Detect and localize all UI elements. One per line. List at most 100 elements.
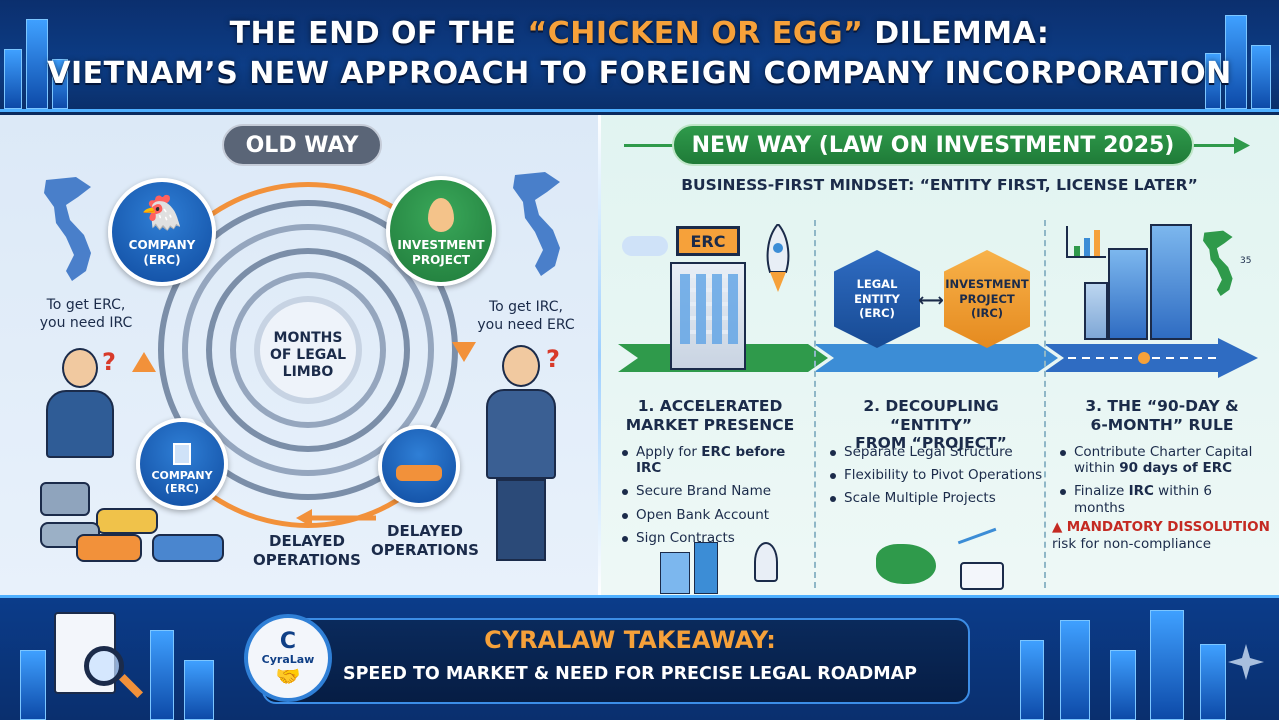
rocket-icon xyxy=(756,222,800,294)
skyline-left-decoration xyxy=(0,0,80,109)
panel-divider xyxy=(598,115,601,595)
company-erc-badge-top: 🐔 COMPANY (ERC) xyxy=(108,178,216,286)
header-banner: THE END OF THE “CHICKEN OR EGG” DILEMMA:… xyxy=(0,0,1279,112)
chicken-icon: 🐔 xyxy=(140,192,184,233)
erc-building-illustration xyxy=(670,262,746,370)
badge-label: COMPANY (ERC) xyxy=(128,238,196,267)
column-separator xyxy=(814,220,816,588)
rocket-icon xyxy=(754,542,778,582)
warning-bold-text: MANDATORY DISSOLUTION xyxy=(1066,519,1270,535)
bullet-item: Secure Brand Name xyxy=(622,483,812,499)
column-2-title: 2. DECOUPLING “ENTITY” FROM “PROJECT” xyxy=(855,397,1007,453)
vietnam-map-icon xyxy=(1203,230,1233,297)
cloud-icon xyxy=(622,236,668,256)
question-mark-icon: ? xyxy=(102,348,116,376)
legal-entity-hex: LEGAL ENTITY (ERC) xyxy=(834,250,920,348)
new-way-pill: NEW WAY (LAW ON INVESTMENT 2025) xyxy=(672,124,1194,166)
takeaway-title: CYRALAW TAKEAWAY: xyxy=(484,626,776,654)
bullet-text: Open Bank Account xyxy=(636,506,770,523)
delayed-operations-right: DELAYED OPERATIONS xyxy=(371,522,479,559)
cyralaw-logo: C CyraLaw 🤝 xyxy=(244,614,332,702)
body xyxy=(486,389,556,479)
bullet-text: Apply for xyxy=(636,444,702,460)
arrow-line-left xyxy=(624,144,674,147)
map-shape xyxy=(876,544,936,584)
bullet-item: Sign Contracts xyxy=(622,530,812,546)
column-1-title: 1. ACCELERATED MARKET PRESENCE xyxy=(625,397,795,434)
page-title-line-1: THE END OF THE “CHICKEN OR EGG” DILEMMA: xyxy=(0,16,1279,51)
document-magnifier-icon xyxy=(54,612,144,708)
takeaway-subtitle: SPEED TO MARKET & NEED FOR PRECISE LEGAL… xyxy=(342,664,918,684)
column-separator xyxy=(1044,220,1046,588)
document-icon xyxy=(960,562,1004,590)
page-title-line-2: VIETNAM’S NEW APPROACH TO FOREIGN COMPAN… xyxy=(47,56,1232,91)
bullet-bold-text: IRC xyxy=(1128,483,1154,500)
city-rocket-illustration xyxy=(650,542,800,594)
note-erc-needs-irc: To get ERC, you need IRC xyxy=(39,297,133,332)
head xyxy=(62,348,98,388)
city-buildings-illustration xyxy=(1108,248,1148,340)
logo-text: CyraLaw xyxy=(261,652,315,666)
bar xyxy=(1084,238,1090,256)
badge-label: INVESTMENT PROJECT xyxy=(397,238,485,267)
takeaway-box xyxy=(262,618,970,704)
arrow-left-icon xyxy=(296,509,376,527)
sparkle-icon xyxy=(1228,644,1264,680)
warning-icon: ▲ xyxy=(1052,519,1063,535)
bullet-item: Apply for ERC before IRC xyxy=(622,444,812,476)
arrow-line-right xyxy=(1193,144,1239,147)
body xyxy=(46,390,114,458)
legs xyxy=(496,479,546,561)
bullet-text: within 6 months xyxy=(1074,483,1213,516)
warning-text: risk for non-compliance xyxy=(1052,535,1212,552)
bullet-item: Scale Multiple Projects xyxy=(830,490,1044,506)
investment-project-badge: INVESTMENT PROJECT xyxy=(386,176,496,286)
traffic-jam-illustration xyxy=(36,478,236,568)
delayed-operations-left: DELAYED OPERATIONS xyxy=(253,532,361,569)
building-icon xyxy=(173,442,191,465)
investment-project-hex: INVESTMENT PROJECT (IRC) xyxy=(944,250,1030,348)
handshake-icon: 🤝 xyxy=(275,663,301,688)
arrow-down-icon xyxy=(452,342,476,362)
business-first-subtitle: BUSINESS-FIRST MINDSET: “ENTITY FIRST, L… xyxy=(681,176,1198,194)
arrow-right-icon xyxy=(1234,137,1250,154)
bullet-text: Scale Multiple Projects xyxy=(844,490,996,507)
column-2-bullets: Separate Legal Structure Flexibility to … xyxy=(830,444,1044,514)
egg-icon xyxy=(428,198,454,232)
column-3-bullets: Contribute Charter Capital within 90 day… xyxy=(1060,444,1272,523)
bullet-item: Separate Legal Structure xyxy=(830,444,1044,460)
confused-businessman-right: ? xyxy=(476,345,566,567)
bullet-bold-text: ERC before IRC xyxy=(636,444,786,477)
logo-letter: C xyxy=(279,628,297,654)
skyline-right-decoration xyxy=(1199,0,1279,109)
bullet-text: Sign Contracts xyxy=(636,529,735,546)
note-irc-needs-erc: To get IRC, you need ERC xyxy=(477,299,575,334)
car xyxy=(96,508,158,534)
dissolution-warning: ▲ MANDATORY DISSOLUTION risk for non-com… xyxy=(1052,519,1276,553)
question-mark-icon: ? xyxy=(546,345,560,373)
confused-businessman-left: ? xyxy=(40,348,120,458)
cars-icon xyxy=(396,465,442,481)
maze-center-label: MONTHS OF LEGAL LIMBO xyxy=(269,330,347,380)
magnifier-lens xyxy=(84,646,124,686)
old-way-pill: OLD WAY xyxy=(222,124,382,166)
bullet-text: Flexibility to Pivot Operations xyxy=(844,467,1043,484)
city-buildings-illustration xyxy=(1084,282,1108,340)
bullet-bold-text: 90 days of ERC xyxy=(1119,460,1233,477)
bullet-text: Finalize xyxy=(1074,483,1129,500)
map-label: 35 xyxy=(1240,256,1252,266)
car xyxy=(152,534,224,562)
car xyxy=(76,534,142,562)
arrow-up-icon xyxy=(132,352,156,372)
magnifier-handle xyxy=(118,673,144,699)
bullet-item: Open Bank Account xyxy=(622,507,812,523)
bar xyxy=(1074,246,1080,256)
bullet-text: Contribute Charter Capital within xyxy=(1074,444,1253,477)
building xyxy=(694,542,718,594)
bar-chart-icon xyxy=(1066,226,1106,258)
vietnam-map-icon xyxy=(44,177,91,281)
city-buildings-illustration xyxy=(1150,224,1192,340)
title-accent-text: “CHICKEN OR EGG” xyxy=(527,16,864,51)
window-grid xyxy=(680,274,738,344)
column-1-bullets: Apply for ERC before IRC Secure Brand Na… xyxy=(622,444,812,553)
